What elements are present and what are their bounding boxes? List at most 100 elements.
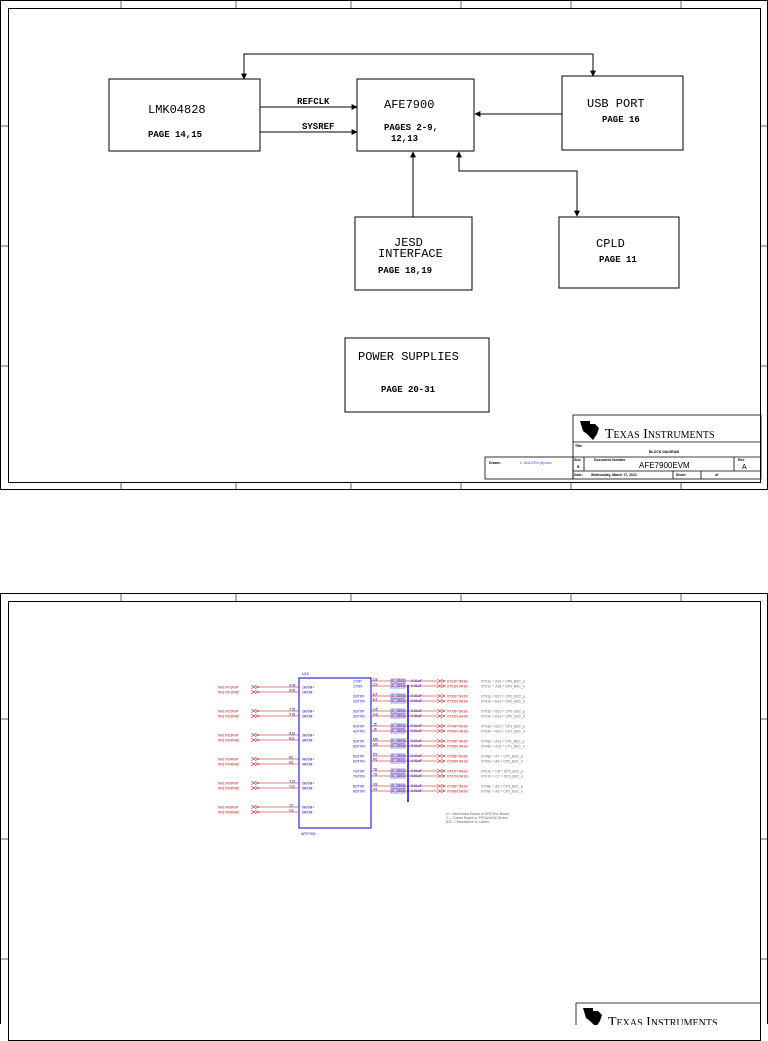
pin-number: G6 xyxy=(373,713,378,717)
block-jesd-name-line2: INTERFACE xyxy=(378,247,443,261)
net-label: 0TX2P 0H1N xyxy=(447,695,468,699)
pin-label: 5GTXP xyxy=(353,740,365,744)
net-label: 0H1 RX4INP xyxy=(218,758,239,762)
pin-label: 5RXIN+ xyxy=(302,782,314,786)
pin-label: 6GTXP xyxy=(353,755,365,759)
pin-label: 8GTXP xyxy=(353,785,365,789)
pin-number: V8 xyxy=(373,783,377,787)
capacitor xyxy=(390,743,406,749)
offpage-connector-icon xyxy=(250,805,260,809)
pin-label: 5RXIN- xyxy=(302,787,314,791)
signal-sysref-label: SYSREF xyxy=(302,122,334,132)
capacitor xyxy=(390,708,406,714)
capacitor xyxy=(390,698,406,704)
net-label: 0TX6N 0H1N xyxy=(447,760,468,764)
offpage-connector-icon xyxy=(436,724,446,728)
offpage-connector-icon xyxy=(436,729,446,733)
ti-logo-icon-sheet2 xyxy=(583,1008,602,1025)
cap-value: 0.01uF xyxy=(411,744,422,748)
mapping-note: 0TX6p = A7 = CP2_B2C_p xyxy=(481,755,523,759)
cap-label: C_0201 xyxy=(392,774,404,778)
cap-label: C_0201 xyxy=(392,739,404,743)
offpage-connector-icon xyxy=(250,685,260,689)
pin-label: 2RXIN+ xyxy=(302,710,314,714)
net-label: 0H1 RX2INP xyxy=(218,710,239,714)
capacitor xyxy=(390,783,406,789)
pin-number: A3 xyxy=(289,761,293,765)
mapping-note: 0TX1n = A18 = CP0_B2C_n xyxy=(481,685,525,689)
capacitor xyxy=(390,693,406,699)
sheet-title: BLOCK DIAGRAM xyxy=(649,450,679,454)
ti-logo-icon xyxy=(580,421,599,440)
pin-label: 2RXIN- xyxy=(302,715,314,719)
wire-afe-cpld xyxy=(458,152,580,217)
pin-number: Y12 xyxy=(289,780,295,784)
offpage-connector-icon xyxy=(250,733,260,737)
title-block xyxy=(484,414,762,480)
pin-label: 4GTXP xyxy=(353,725,365,729)
legend-line: H = Mezzanine Board or AFE79xx Board xyxy=(446,812,509,816)
offpage-connector-icon xyxy=(436,714,446,718)
block-jesd-page: PAGE 18,19 xyxy=(378,266,432,276)
wire-lmk-usb-loop xyxy=(241,53,594,80)
offpage-connector-icon xyxy=(250,709,260,713)
pin-label: 1TXP xyxy=(353,680,362,684)
offpage-connector-icon xyxy=(436,759,446,763)
cap-value: 0.01uF xyxy=(411,759,422,763)
cap-label: C_0201 xyxy=(392,699,404,703)
cap-value: 0.01uF xyxy=(411,729,422,733)
pin-number: V9 xyxy=(373,788,377,792)
net-label: 0TX7P 0H1N xyxy=(447,770,468,774)
mapping-note: 0TX7n = C7 = CP3_B2C_n xyxy=(481,775,523,779)
pin-label: 7GTXN xyxy=(353,775,365,779)
offpage-connector-icon xyxy=(436,739,446,743)
net-label: 0TX3P 0H1N xyxy=(447,710,468,714)
cap-label: C_0201 xyxy=(392,684,404,688)
pin-number: J6 xyxy=(373,728,377,732)
mapping-note: 0TX5n = A12 = CP1_B2C_n xyxy=(481,745,525,749)
mapping-note: 0TX7p = C8 = CP3_B2C_p xyxy=(481,770,523,774)
pin-label: 6RXIN+ xyxy=(302,806,314,810)
offpage-connector-icon xyxy=(250,738,260,742)
block-usb-port-name: USB PORT xyxy=(587,97,645,111)
zone-ticks xyxy=(1,1,767,489)
net-label: 0H1 RX5INM xyxy=(218,787,239,791)
block-afe7900-name: AFE7900 xyxy=(384,98,434,112)
mapping-note: 0TX1p = A19 = CP0_B2C_p xyxy=(481,680,525,684)
cap-label: C_0201 xyxy=(392,709,404,713)
pin-label: 1TXN xyxy=(353,685,362,689)
mapping-note: 0TX2p = B17 = CP0_B2C_p xyxy=(481,695,525,699)
cap-value: 0.01uF xyxy=(411,709,422,713)
pin-number: A2 xyxy=(289,756,293,760)
mapping-note: 0TX6n = A6 = CP2_B2C_n xyxy=(481,760,523,764)
block-afe7900-page-line1: PAGES 2-9, xyxy=(384,123,438,133)
net-label: 0TX4N 0H1N xyxy=(447,730,468,734)
ic-part-name: AFE7900 xyxy=(301,832,316,836)
cap-value: 0.01uF xyxy=(411,724,422,728)
block-afe7900-page-line2: 12,13 xyxy=(391,134,418,144)
signal-refclk-label: REFCLK xyxy=(297,97,330,107)
offpage-connector-icon xyxy=(436,679,446,683)
cap-value: 0.01uF xyxy=(411,789,422,793)
capacitor xyxy=(390,723,406,729)
capacitor xyxy=(390,713,406,719)
cap-value: 0.01uF xyxy=(411,699,422,703)
ic-ref: U1A xyxy=(302,672,309,676)
pin-label: 4RXIN+ xyxy=(302,758,314,762)
ic-afe7900-body xyxy=(298,677,372,829)
offpage-connector-icon xyxy=(250,690,260,694)
cap-label: C_0201 xyxy=(392,729,404,733)
pin-number: A11 xyxy=(289,737,295,741)
capacitor xyxy=(390,728,406,734)
offpage-connector-icon xyxy=(250,786,260,790)
pin-label: 5GTXN xyxy=(353,745,365,749)
net-label: 0H1 RX1INP xyxy=(218,686,239,690)
block-usb-port-page: PAGE 16 xyxy=(602,115,640,125)
mapping-note: 0TX2n = B16 = CP0_B2C_n xyxy=(481,700,525,704)
pin-number: P6 xyxy=(373,758,377,762)
pin-number: T9 xyxy=(373,773,377,777)
mapping-note: 0TX8n = A3 = CP3_B2C_n xyxy=(481,790,523,794)
pin-number: M5 xyxy=(373,738,378,742)
cap-label: C_0201 xyxy=(392,754,404,758)
